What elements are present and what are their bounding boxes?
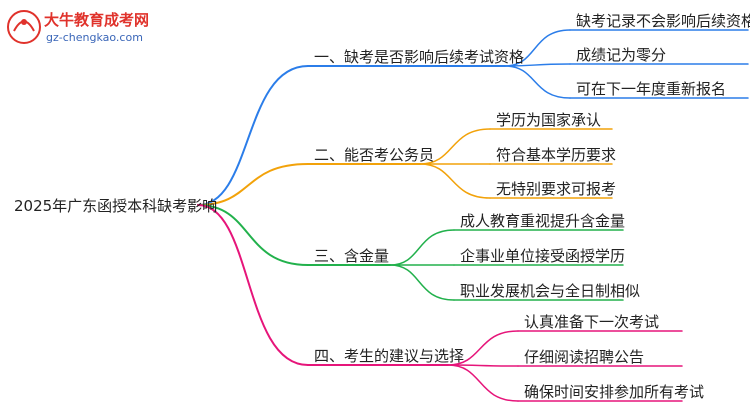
branch-4-leaf-1-connector	[447, 330, 519, 366]
branch-2-leaf-1-connector	[419, 128, 491, 165]
branch-3-leaf-3-connector	[389, 264, 455, 301]
branch-4-leaf-3-connector	[447, 364, 519, 402]
branch-4-leaf-2: 仔细阅读招聘公告	[524, 348, 645, 366]
logo-url: gz-chengkao.com	[46, 31, 143, 44]
branch-2-leaf-2: 符合基本学历要求	[496, 146, 617, 164]
branch-2-leaf-3: 无特别要求可报考	[496, 180, 617, 198]
branch-1-leaf-1-connector	[504, 29, 571, 67]
branch-1-leaf-3-connector	[504, 65, 571, 99]
branch-1-leaf-2: 成绩记为零分	[576, 46, 667, 64]
branch-3-leaf-3: 职业发展机会与全日制相似	[460, 282, 641, 300]
branch-4-connector	[197, 204, 309, 366]
logo-emblem-icon	[7, 10, 41, 44]
branch-1-leaf-2-connector	[504, 63, 571, 67]
branch-3-leaf-2: 企事业单位接受函授学历	[460, 247, 626, 265]
branch-4-leaf-1: 认真准备下一次考试	[524, 313, 660, 331]
branch-2-connector	[197, 163, 309, 206]
branch-3-connector	[197, 204, 309, 266]
branch-1-leaf-1: 缺考记录不会影响后续资格	[576, 12, 750, 30]
branch-2-leaf-3-connector	[419, 163, 491, 199]
branch-2-label: 二、能否考公务员	[314, 146, 435, 164]
logo-title: 大牛教育成考网	[44, 11, 150, 29]
branch-4-leaf-3: 确保时间安排参加所有考试	[524, 383, 705, 401]
branch-1-leaf-3: 可在下一年度重新报名	[576, 80, 727, 98]
branch-2-leaf-1: 学历为国家承认	[496, 111, 602, 129]
branch-3-label: 三、含金量	[314, 247, 390, 265]
branch-1-connector	[197, 65, 309, 206]
branch-1-label: 一、缺考是否影响后续考试资格	[314, 48, 525, 66]
branch-3-leaf-1-connector	[389, 229, 455, 266]
branch-4-label: 四、考生的建议与选择	[314, 347, 465, 365]
mindmap-root: 2025年广东函授本科缺考影响	[14, 197, 218, 215]
branch-3-leaf-1: 成人教育重视提升含金量	[460, 212, 626, 230]
branch-4-leaf-2-connector	[447, 364, 519, 367]
